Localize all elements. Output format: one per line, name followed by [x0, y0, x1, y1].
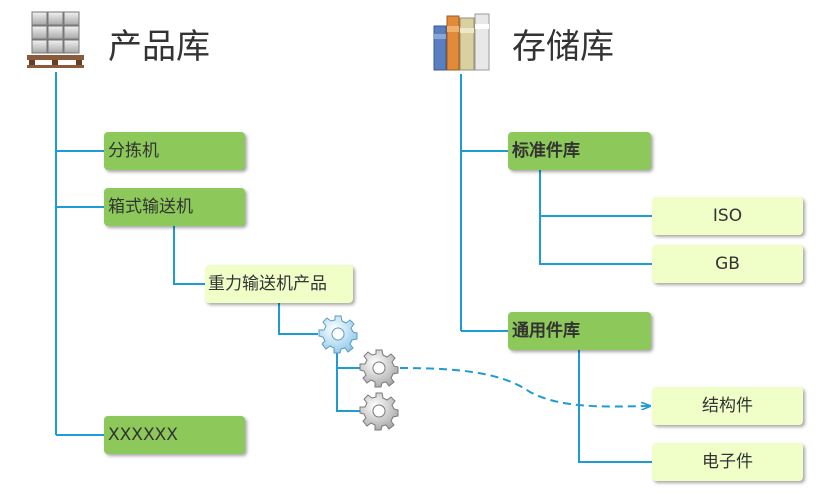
gear-icon[interactable] [359, 391, 399, 431]
branch-line-gb [539, 216, 652, 265]
node-iso[interactable]: ISO [652, 197, 803, 235]
pallet-boxes-icon [26, 10, 86, 70]
node-box-conveyor[interactable]: 箱式输送机 [104, 188, 245, 226]
branch-line-electronic [578, 350, 652, 463]
gear-icon[interactable] [359, 348, 399, 388]
branch-line-gears [336, 350, 360, 412]
node-gb[interactable]: GB [652, 245, 803, 283]
branch-line-gear-1 [278, 303, 318, 335]
books-icon [430, 12, 492, 74]
branch-line-gravity [173, 226, 205, 285]
node-structural-parts[interactable]: 结构件 [652, 387, 803, 425]
node-electronic-parts[interactable]: 电子件 [652, 443, 803, 481]
gear-icon[interactable] [318, 314, 358, 354]
node-standard-parts[interactable]: 标准件库 [508, 132, 651, 170]
branch-line-iso [539, 170, 652, 217]
storage-library-title: 存储库 [512, 27, 614, 67]
node-gravity-conveyor-product[interactable]: 重力输送机产品 [205, 265, 353, 303]
node-sorter[interactable]: 分拣机 [104, 132, 245, 170]
product-library-title: 产品库 [108, 27, 210, 67]
dashed-arrow [399, 367, 650, 406]
node-common-parts[interactable]: 通用件库 [508, 312, 651, 350]
node-xxxxxx[interactable]: XXXXXX [104, 416, 245, 454]
